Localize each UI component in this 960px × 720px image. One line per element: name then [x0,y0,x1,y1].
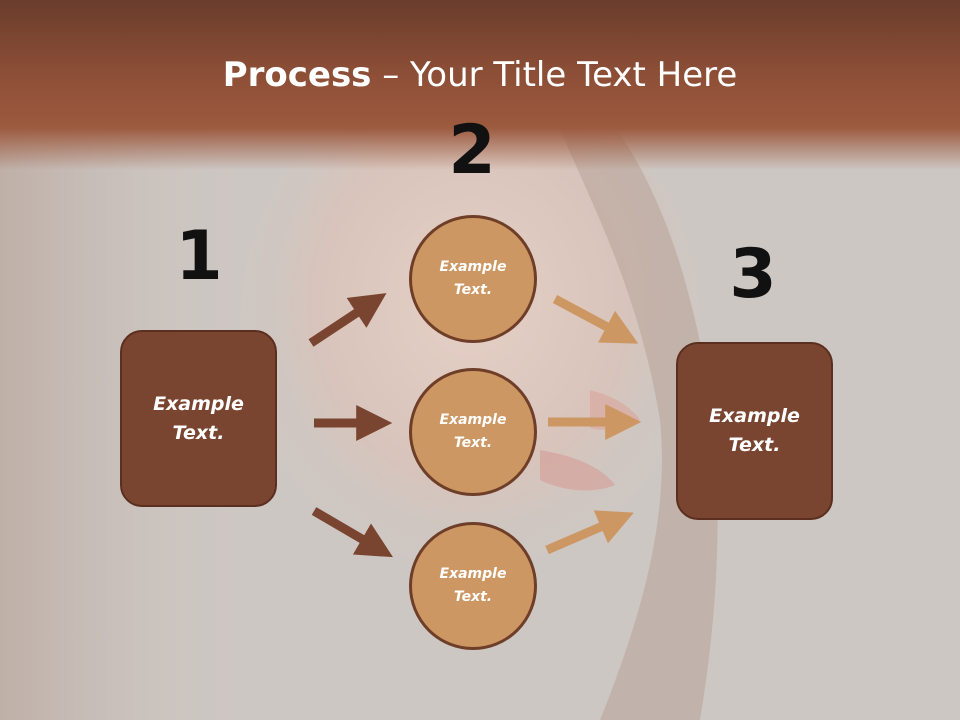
arrow-to-bottom-circle [311,507,393,558]
title-rest: – Your Title Text Here [371,55,738,95]
step-number-2: 2 [448,111,496,190]
step-3-box: Example Text. [676,342,833,520]
step-3-label: Example Text. [709,405,800,456]
step-1-box: Example Text. [120,330,277,507]
step-2-circle-bottom-label: Example Text. [439,566,507,605]
header-band [0,0,960,170]
step-2-circle-bottom: Example Text. [409,522,537,650]
step-number-1: 1 [175,217,223,296]
arrow-to-top-circle [308,293,387,347]
step-2-circle-top: Example Text. [409,215,537,343]
arrow-from-bottom-circle [545,510,634,555]
arrow-from-top-circle [552,295,639,344]
step-2-circle-middle-label: Example Text. [439,412,507,451]
slide-title: Process – Your Title Text Here [0,52,960,98]
title-bold: Process [222,55,372,95]
step-2-circle-middle: Example Text. [409,368,537,496]
step-1-label: Example Text. [153,392,244,444]
step-2-circle-top-label: Example Text. [439,259,507,298]
step-number-3: 3 [729,235,777,314]
